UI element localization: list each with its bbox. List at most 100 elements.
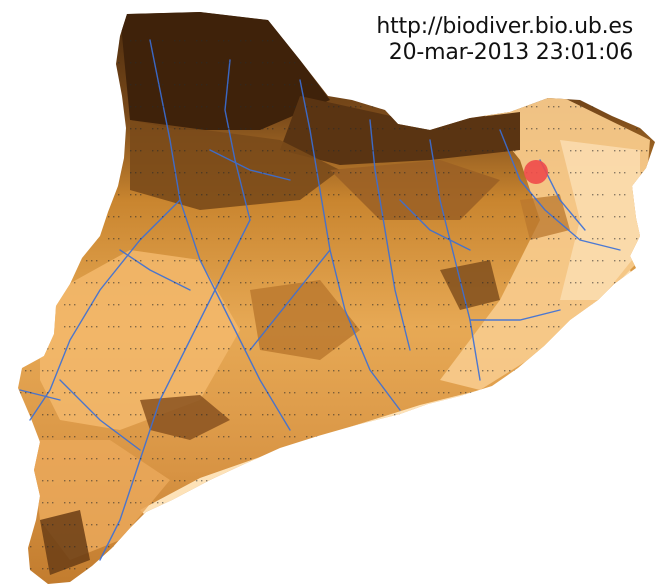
grid-dot: [20, 458, 22, 460]
grid-dot: [443, 194, 445, 196]
grid-dot: [636, 260, 638, 262]
grid-dot: [289, 260, 291, 262]
grid-dot: [52, 194, 54, 196]
grid-dot: [377, 502, 379, 504]
grid-dot: [91, 502, 93, 504]
grid-dot: [294, 348, 296, 350]
grid-dot: [284, 260, 286, 262]
grid-dot: [646, 216, 648, 218]
grid-dot: [47, 524, 49, 526]
grid-dot: [333, 62, 335, 64]
grid-dot: [25, 392, 27, 394]
grid-dot: [531, 326, 533, 328]
grid-dot: [492, 348, 494, 350]
grid-dot: [470, 304, 472, 306]
grid-dot: [558, 304, 560, 306]
grid-dot: [443, 370, 445, 372]
grid-dot: [580, 568, 582, 570]
grid-dot: [311, 414, 313, 416]
grid-dot: [206, 326, 208, 328]
grid-dot: [262, 326, 264, 328]
grid-dot: [580, 370, 582, 372]
grid-dot: [91, 392, 93, 394]
grid-dot: [152, 326, 154, 328]
grid-dot: [504, 392, 506, 394]
grid-dot: [108, 62, 110, 64]
grid-dot: [74, 480, 76, 482]
grid-dot: [465, 546, 467, 548]
grid-dot: [416, 392, 418, 394]
grid-dot: [592, 502, 594, 504]
grid-dot: [250, 172, 252, 174]
grid-dot: [74, 502, 76, 504]
grid-dot: [223, 106, 225, 108]
grid-dot: [69, 238, 71, 240]
grid-dot: [592, 370, 594, 372]
grid-dot: [487, 326, 489, 328]
grid-dot: [69, 436, 71, 438]
grid-dot: [333, 260, 335, 262]
grid-dot: [311, 436, 313, 438]
grid-dot: [448, 546, 450, 548]
grid-dot: [135, 436, 137, 438]
grid-dot: [592, 84, 594, 86]
grid-dot: [536, 546, 538, 548]
grid-dot: [421, 414, 423, 416]
grid-dot: [470, 172, 472, 174]
grid-dot: [294, 40, 296, 42]
grid-dot: [96, 40, 98, 42]
grid-dot: [69, 480, 71, 482]
grid-dot: [558, 128, 560, 130]
grid-dot: [240, 194, 242, 196]
grid-dot: [30, 260, 32, 262]
grid-dot: [487, 304, 489, 306]
grid-dot: [284, 326, 286, 328]
grid-dot: [614, 502, 616, 504]
grid-dot: [602, 414, 604, 416]
grid-dot: [91, 150, 93, 152]
grid-dot: [108, 216, 110, 218]
grid-dot: [294, 128, 296, 130]
grid-dot: [404, 392, 406, 394]
grid-dot: [575, 436, 577, 438]
grid-dot: [294, 216, 296, 218]
grid-dot: [580, 326, 582, 328]
grid-dot: [338, 414, 340, 416]
grid-dot: [460, 172, 462, 174]
grid-dot: [30, 128, 32, 130]
grid-dot: [262, 84, 264, 86]
grid-dot: [184, 370, 186, 372]
grid-dot: [377, 370, 379, 372]
grid-dot: [504, 414, 506, 416]
grid-dot: [592, 282, 594, 284]
grid-dot: [135, 414, 137, 416]
grid-dot: [619, 84, 621, 86]
grid-dot: [272, 348, 274, 350]
grid-dot: [580, 480, 582, 482]
grid-dot: [272, 216, 274, 218]
grid-dot: [25, 502, 27, 504]
grid-dot: [25, 414, 27, 416]
grid-dot: [372, 84, 374, 86]
grid-dot: [135, 568, 137, 570]
grid-dot: [174, 304, 176, 306]
grid-dot: [196, 260, 198, 262]
grid-dot: [553, 414, 555, 416]
grid-dot: [460, 392, 462, 394]
grid-dot: [218, 304, 220, 306]
grid-dot: [536, 216, 538, 218]
grid-dot: [350, 194, 352, 196]
grid-dot: [157, 84, 159, 86]
grid-dot: [64, 480, 66, 482]
grid-dot: [448, 150, 450, 152]
grid-dot: [487, 150, 489, 152]
grid-dot: [558, 282, 560, 284]
grid-dot: [646, 436, 648, 438]
grid-dot: [113, 348, 115, 350]
grid-dot: [553, 524, 555, 526]
grid-dot: [196, 480, 198, 482]
grid-dot: [42, 480, 44, 482]
grid-dot: [135, 392, 137, 394]
grid-dot: [174, 414, 176, 416]
grid-dot: [157, 546, 159, 548]
